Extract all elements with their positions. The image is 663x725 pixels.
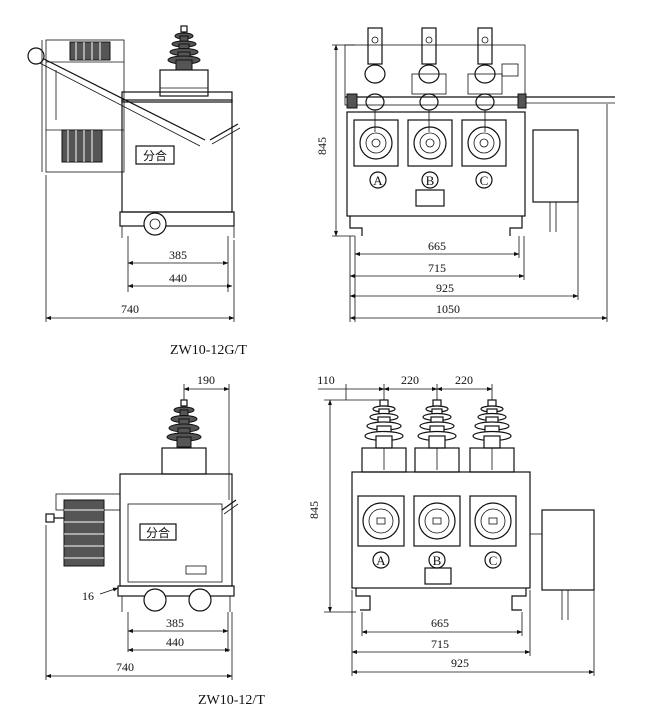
control-box-top — [532, 129, 579, 203]
dim-740-top: 740 — [121, 302, 139, 316]
dim-740-bottom: 740 — [116, 660, 134, 674]
bushing-a-bottom — [357, 495, 405, 547]
top-side-view: 分合 385 440 740 — [27, 25, 241, 322]
dim-220b-bottom: 220 — [455, 373, 473, 387]
phase-a-circle-top — [369, 171, 387, 189]
dim-925-top: 925 — [436, 281, 454, 295]
phase-a-label-top: A — [373, 173, 383, 188]
bushing-b-top — [407, 119, 453, 167]
dim-665-top: 665 — [428, 239, 446, 253]
dim-715-top: 715 — [428, 261, 446, 275]
dim-220a-bottom: 220 — [401, 373, 419, 387]
top-open-close-label: 分合 — [143, 148, 167, 163]
bottom-insulator-base — [161, 447, 207, 475]
bushing-a-top — [353, 119, 399, 167]
bushing-b-bottom — [413, 495, 461, 547]
bushing-c-top — [461, 119, 507, 167]
phase-b-label-bottom: B — [433, 553, 442, 568]
phase-a-label-bottom: A — [376, 553, 386, 568]
insulator-b — [417, 399, 457, 449]
bottom-front-tank — [351, 471, 531, 589]
phase-c-label-top: C — [480, 173, 489, 188]
bushing-c-bottom — [469, 495, 517, 547]
isolator-frame — [45, 39, 125, 173]
isolator-blade — [29, 51, 206, 141]
insulator-a — [364, 399, 404, 449]
top-front-tank — [346, 111, 526, 217]
dim-665-bottom: 665 — [431, 616, 449, 630]
bottom-lifting-wheel-right — [188, 588, 212, 612]
bottom-front-view: 110 220 220 — [307, 373, 595, 676]
nameplate-top — [415, 189, 445, 207]
top-open-close-indicator — [135, 145, 175, 165]
insulator-c — [472, 399, 512, 449]
isolator-column-a — [364, 27, 386, 132]
dim-1050-top: 1050 — [436, 302, 460, 316]
phase-c-circle-bottom — [484, 551, 502, 569]
top-front-view: A B C 845 665 715 925 1050 — [315, 27, 615, 322]
dim-440-bottom: 440 — [166, 635, 184, 649]
bottom-lifting-wheel-left — [143, 588, 167, 612]
dim-440-top: 440 — [169, 271, 187, 285]
top-drawing-title: ZW10-12G/T — [170, 343, 247, 358]
bottom-drawing-title: ZW10-12/T — [198, 693, 265, 708]
isolator-insulator-lower — [61, 129, 103, 163]
side-insulator — [45, 493, 121, 567]
dim-385-bottom: 385 — [166, 616, 184, 630]
bottom-base — [117, 585, 235, 597]
dim-385-top: 385 — [169, 248, 187, 262]
top-lifting-wheel — [143, 212, 167, 236]
nameplate-bottom — [424, 567, 452, 585]
tank-body — [121, 99, 233, 213]
dim-16-bottom: 16 — [82, 589, 94, 603]
phase-c-circle-top — [475, 171, 493, 189]
dim-925-bottom: 925 — [451, 656, 469, 670]
bottom-top-insulator — [166, 399, 202, 448]
dim-110-bottom: 110 — [317, 373, 335, 387]
phase-b-circle-top — [421, 171, 439, 189]
control-box-bottom — [541, 509, 595, 591]
phase-c-label-bottom: C — [489, 553, 498, 568]
dim-845-top: 845 — [315, 137, 329, 155]
operating-handle — [209, 123, 239, 141]
bottom-open-close-label: 分合 — [146, 525, 170, 540]
bottom-operating-handle — [221, 499, 237, 511]
top-front-frame — [344, 44, 526, 106]
insulator-base — [159, 69, 209, 97]
isolator-column-b — [418, 27, 440, 132]
top-base — [119, 211, 235, 227]
isolator-insulator-upper — [69, 41, 111, 61]
bottom-side-view: 190 — [45, 373, 239, 680]
dim-190-bottom: 190 — [197, 373, 215, 387]
phase-b-label-top: B — [426, 173, 435, 188]
phase-a-circle-bottom — [372, 551, 390, 569]
dim-845-bottom: 845 — [307, 501, 321, 519]
dim-715-bottom: 715 — [431, 637, 449, 651]
bottom-open-close-indicator — [139, 523, 177, 541]
isolator-column-c — [474, 27, 496, 132]
top-insulator — [167, 25, 201, 71]
